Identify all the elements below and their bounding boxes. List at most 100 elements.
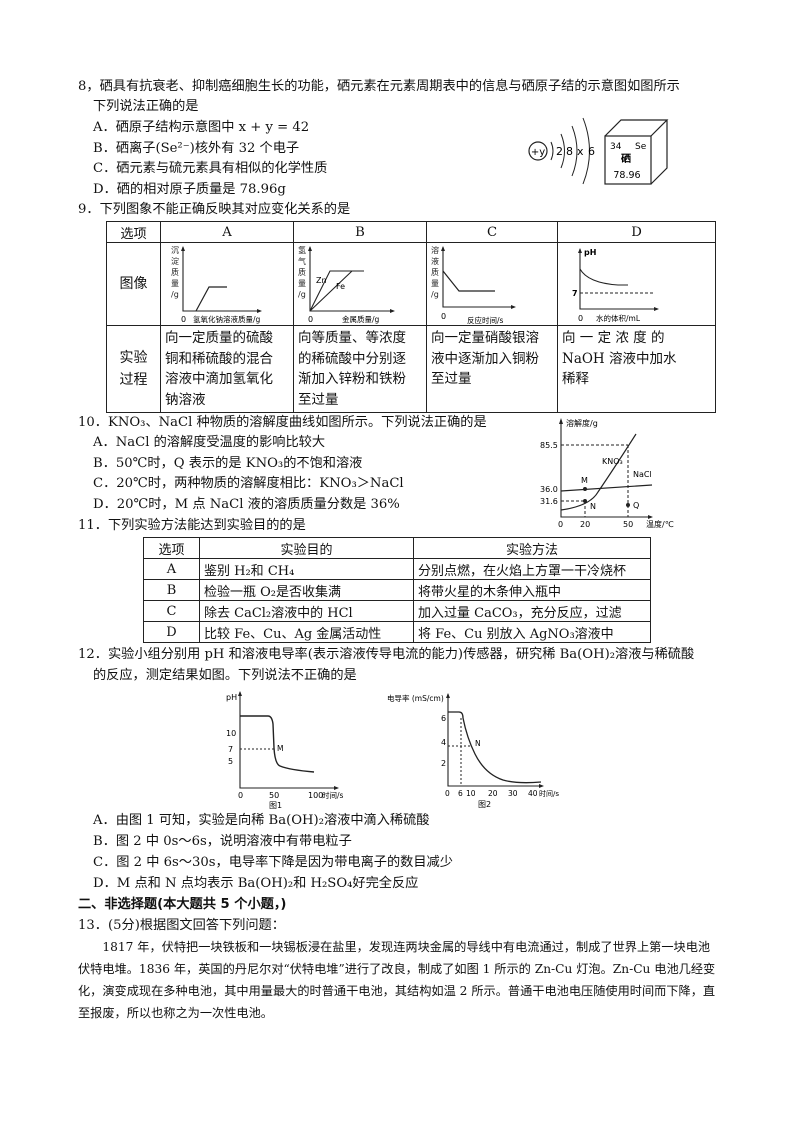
q11-header-row: 选项 实验目的 实验方法	[143, 537, 651, 559]
q9-table: 选项 A B C D 图像 沉 淀 质 量 /g 0 氢氧化钠溶液质量/g	[106, 221, 716, 413]
svg-text:KNO₃: KNO₃	[602, 457, 623, 466]
svg-text:pH: pH	[226, 693, 237, 702]
svg-text:量: 量	[431, 279, 439, 288]
svg-text:量: 量	[171, 279, 179, 288]
q8-option-b: B．硒离子(Se²⁻)核外有 32 个电子	[93, 141, 300, 156]
svg-text:10: 10	[466, 789, 476, 798]
svg-text:36.0: 36.0	[540, 485, 558, 494]
q9-chart-c: 溶 液 质 量 /g 0 反应时间/s	[426, 242, 558, 326]
svg-text:pH: pH	[584, 248, 596, 257]
svg-text:图2: 图2	[478, 800, 491, 809]
svg-text:溶: 溶	[431, 245, 439, 255]
svg-text:0: 0	[445, 789, 450, 798]
svg-text:0: 0	[558, 520, 563, 529]
svg-text:0: 0	[441, 312, 446, 321]
svg-text:+y: +y	[531, 147, 545, 158]
svg-text:淀: 淀	[171, 256, 179, 266]
svg-text:30: 30	[508, 789, 518, 798]
q9-row-process-label: 实验过程	[106, 325, 161, 413]
svg-text:质: 质	[298, 267, 306, 277]
q9-process-b: 向等质量、等浓度的稀硫酸中分别逐渐加入锌粉和铁粉至过量	[293, 325, 427, 413]
table-row: C 除去 CaCl₂溶液中的 HCl 加入过量 CaCO₃，充分反应，过滤	[143, 600, 651, 622]
q8-option-a: A．硒原子结构示意图中 x + y = 42	[93, 120, 310, 135]
svg-text:M: M	[581, 476, 588, 485]
svg-text:50: 50	[269, 791, 279, 800]
svg-text:液: 液	[431, 256, 439, 266]
q10-stem: 10．KNO₃、NaCl 种物质的溶解度曲线如图所示。下列说法正确的是	[78, 415, 487, 430]
svg-text:7: 7	[228, 745, 233, 754]
svg-text:78.96: 78.96	[613, 170, 640, 181]
svg-text:8: 8	[566, 145, 573, 158]
q8-stem-line1: 8，硒具有抗衰老、抑制癌细胞生长的功能，硒元素在元素周期表中的信息与硒原子结的示…	[78, 79, 680, 94]
svg-text:20: 20	[580, 520, 590, 529]
q9-header-option: 选项	[106, 221, 161, 243]
q12-figure-2-conductivity-chart: 电导率 (mS/cm) 6 4 2 N 0 6 10 20 30 40 时间/s…	[387, 693, 559, 809]
q12-option-d: D．M 点和 N 点均表示 Ba(OH)₂和 H₂SO₄好完全反应	[93, 876, 419, 891]
svg-text:34: 34	[610, 142, 622, 152]
q8-option-c: C．硒元素与硫元素具有相似的化学性质	[93, 161, 328, 176]
q9-header-d: D	[557, 221, 716, 243]
svg-text:31.6: 31.6	[540, 497, 558, 506]
svg-text:温度/℃: 温度/℃	[646, 519, 674, 529]
svg-text:/g: /g	[298, 290, 306, 299]
svg-text:/g: /g	[431, 290, 439, 299]
table-row: B 检验一瓶 O₂是否收集满 将带火星的木条伸入瓶中	[143, 579, 651, 601]
q10-option-a: A．NaCl 的溶解度受温度的影响比较大	[93, 435, 326, 450]
svg-text:质: 质	[431, 267, 439, 277]
svg-text:0: 0	[308, 315, 313, 324]
q13-stem: 13．(5分)根据图文回答下列问题：	[78, 918, 285, 933]
svg-text:Fe: Fe	[336, 282, 345, 291]
svg-text:2: 2	[441, 759, 446, 768]
svg-text:氢: 氢	[298, 245, 306, 255]
svg-text:图1: 图1	[269, 801, 282, 810]
q9-row-image-label: 图像	[106, 242, 161, 326]
svg-text:溶解度/g: 溶解度/g	[566, 418, 598, 428]
svg-text:50: 50	[623, 520, 633, 529]
svg-text:N: N	[590, 502, 596, 511]
q12-option-a: A．由图 1 可知，实验是向稀 Ba(OH)₂溶液中滴入稀硫酸	[93, 813, 430, 828]
svg-text:100: 100	[308, 791, 323, 800]
svg-text:Q: Q	[633, 501, 639, 510]
svg-text:Zn: Zn	[316, 276, 327, 285]
svg-text:85.5: 85.5	[540, 441, 558, 450]
q9-stem: 9．下列图象不能正确反映其对应变化关系的是	[78, 202, 351, 217]
svg-text:Se: Se	[635, 142, 647, 152]
svg-text:N: N	[475, 739, 481, 748]
svg-text:5: 5	[228, 757, 233, 766]
q13-paragraph: 1817 年，伏特把一块铁板和一块锡板浸在盐里，发现连两块金属的导线中有电流通过…	[78, 940, 716, 1020]
svg-text:量: 量	[298, 279, 306, 288]
svg-text:/g: /g	[171, 290, 179, 299]
svg-text:气: 气	[298, 256, 306, 266]
svg-text:6: 6	[588, 145, 595, 158]
svg-text:6: 6	[458, 789, 463, 798]
svg-text:0: 0	[578, 314, 583, 323]
svg-text:金属质量/g: 金属质量/g	[342, 314, 380, 324]
q8-option-d: D．硒的相对原子质量是 78.96g	[93, 182, 286, 197]
svg-text:7: 7	[572, 289, 578, 298]
q11-stem: 11．下列实验方法能达到实验目的的是	[78, 518, 306, 533]
svg-text:沉: 沉	[171, 246, 179, 255]
svg-text:40: 40	[528, 789, 538, 798]
svg-text:20: 20	[488, 789, 498, 798]
svg-text:4: 4	[441, 738, 446, 747]
table-row: D 比较 Fe、Cu、Ag 金属活动性 将 Fe、Cu 别放入 AgNO₃溶液中	[143, 621, 651, 643]
svg-text:电导率 (mS/cm): 电导率 (mS/cm)	[387, 693, 444, 703]
svg-text:时间/s: 时间/s	[322, 790, 344, 800]
q8-stem-line2: 下列说法正确的是	[93, 99, 199, 114]
q9-header-a: A	[160, 221, 294, 243]
q9-header-c: C	[426, 221, 558, 243]
svg-text:0: 0	[181, 315, 186, 324]
svg-text:质: 质	[171, 267, 179, 277]
q10-option-b: B．50℃时，Q 表示的是 KNO₃的不饱和溶液	[93, 456, 363, 471]
q12-stem-line1: 12．实验小组分别用 pH 和溶液电导率(表示溶液传导电流的能力)传感器，研究稀…	[78, 647, 695, 662]
q12-option-b: B．图 2 中 0s～6s，说明溶液中有带电粒子	[93, 834, 352, 849]
q9-chart-d: pH 7 0 水的体积/mL	[557, 242, 716, 326]
q9-process-c: 向一定量硝酸银溶液中逐渐加入铜粉至过量	[426, 325, 558, 413]
q12-stem-line2: 的反应，测定结果如图。下列说法不正确的是	[93, 668, 357, 683]
svg-text:氢氧化钠溶液质量/g: 氢氧化钠溶液质量/g	[193, 314, 261, 324]
svg-text:2: 2	[556, 145, 563, 158]
q11-table: 选项 实验目的 实验方法 A 鉴别 H₂和 CH₄ 分别点燃，在火焰上方罩一干冷…	[143, 537, 651, 643]
q12-option-c: C．图 2 中 6s～30s，电导率下降是因为带电离子的数目减少	[93, 855, 453, 870]
q10-option-d: D．20℃时，M 点 NaCl 液的溶质质量分数是 36%	[93, 497, 400, 512]
